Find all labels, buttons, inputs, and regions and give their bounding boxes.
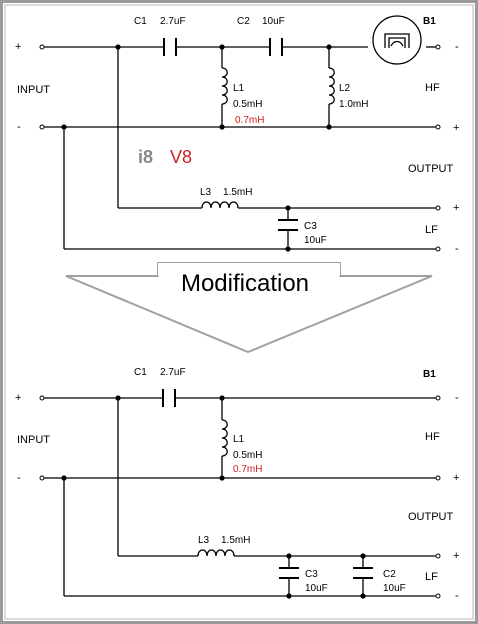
top-circuit: [42, 15, 438, 250]
l2-inductor: [328, 67, 335, 105]
top-c3-name: C3: [304, 221, 317, 232]
top-minus-lf: -: [455, 243, 459, 255]
top-c1-value: 2.7uF: [160, 16, 186, 27]
b-lf-label: LF: [425, 571, 438, 583]
top-terminals: [39, 44, 441, 252]
l3-inductor: [201, 201, 239, 209]
b-l1-name: L1: [233, 434, 245, 445]
top-c1-name: C1: [134, 16, 147, 27]
b-c2-value: 10uF: [383, 583, 406, 594]
b-c1-name: C1: [134, 367, 147, 378]
modification-banner: Modification: [65, 262, 433, 354]
b-l1-value: 0.5mH: [233, 450, 262, 461]
top-c3-value: 10uF: [304, 235, 327, 246]
b-l1-inductor: [221, 419, 228, 457]
top-minus-input: -: [17, 121, 21, 133]
top-plus-hf: +: [453, 122, 459, 134]
top-l1-alt-value: 0.7mH: [235, 115, 264, 126]
b-hf-label: HF: [425, 431, 440, 443]
b-plus-lf: +: [453, 550, 459, 562]
b-c2-name: C2: [383, 569, 396, 580]
inner-border: [4, 4, 474, 620]
b-minus-lf: -: [455, 590, 459, 602]
top-l1-value: 0.5mH: [233, 99, 262, 110]
top-model-v8: V8: [170, 147, 192, 167]
top-c2-name: C2: [237, 16, 250, 27]
b-b1-name: B1: [423, 369, 436, 380]
b-l3-value: 1.5mH: [221, 535, 250, 546]
b-plus-input: +: [15, 392, 21, 404]
top-l1-name: L1: [233, 83, 245, 94]
bottom-circuit: [42, 389, 438, 597]
b-minus-input: -: [17, 472, 21, 484]
b-l1-alt-value: 0.7mH: [233, 464, 262, 475]
b-l3-name: L3: [198, 535, 210, 546]
b-c3-value: 10uF: [305, 583, 328, 594]
top-l3-name: L3: [200, 187, 212, 198]
top-l2-name: L2: [339, 83, 351, 94]
top-c2-value: 10uF: [262, 16, 285, 27]
top-junctions: [61, 44, 332, 252]
bottom-terminals: [39, 395, 441, 599]
l1-inductor: [221, 67, 228, 105]
banner-text: Modification: [181, 270, 309, 297]
top-minus-hf: -: [455, 41, 459, 53]
bottom-junctions: [61, 395, 366, 599]
top-l3-value: 1.5mH: [223, 187, 252, 198]
b-c3-name: C3: [305, 569, 318, 580]
b-l3-inductor: [197, 549, 235, 557]
top-output-label: OUTPUT: [408, 163, 454, 175]
b-output-label: OUTPUT: [408, 511, 454, 523]
top-l2-value: 1.0mH: [339, 99, 368, 110]
b-plus-hf: +: [453, 472, 459, 484]
b-c1-value: 2.7uF: [160, 367, 186, 378]
top-hf-label: HF: [425, 82, 440, 94]
top-model-i8: i8: [138, 147, 153, 167]
b-minus-hf: -: [455, 392, 459, 404]
top-plus-input: +: [15, 41, 21, 53]
b-input-label: INPUT: [17, 434, 50, 446]
top-b1-name: B1: [423, 16, 436, 27]
b1-tweeter-symbol: [372, 15, 422, 65]
top-lf-label: LF: [425, 224, 438, 236]
top-input-label: INPUT: [17, 84, 50, 96]
top-plus-lf: +: [453, 202, 459, 214]
